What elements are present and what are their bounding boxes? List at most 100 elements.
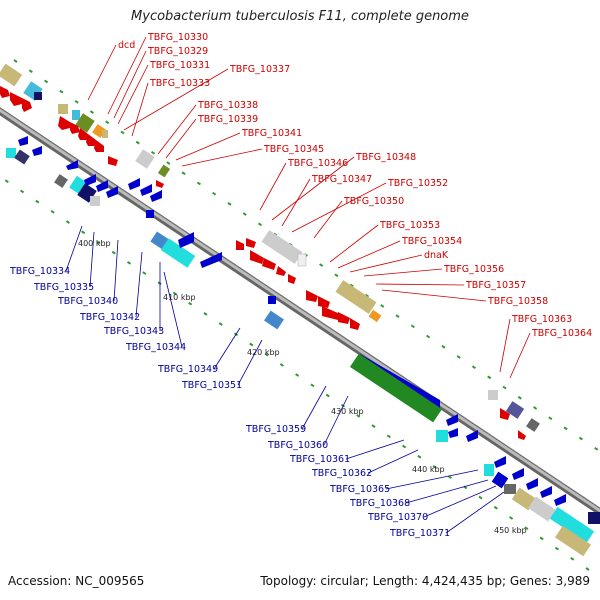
gene-box[interactable]	[588, 512, 600, 524]
forward-gene-label[interactable]: TBFG_10330	[147, 32, 208, 43]
gene-arrow[interactable]	[526, 478, 538, 490]
gene-box[interactable]	[135, 149, 155, 169]
reverse-gene-label[interactable]: TBFG_10343	[103, 326, 164, 337]
reverse-gene-label[interactable]: TBFG_10359	[245, 424, 306, 435]
gene-box[interactable]	[54, 174, 68, 188]
reverse-gene-label[interactable]: TBFG_10361	[289, 454, 350, 465]
gene-box[interactable]	[368, 309, 382, 323]
reverse-gene-label[interactable]: TBFG_10365	[329, 484, 390, 495]
gene-arrow[interactable]	[0, 86, 10, 98]
gene-box[interactable]	[261, 230, 303, 264]
gene-arrow[interactable]	[22, 98, 32, 112]
reverse-gene-label[interactable]: TBFG_10362	[311, 468, 372, 479]
gene-box[interactable]	[6, 148, 16, 158]
forward-gene-label[interactable]: TBFG_10346	[287, 158, 348, 169]
gene-arrow[interactable]	[262, 258, 276, 270]
gene-arrow[interactable]	[10, 92, 22, 106]
forward-gene-label[interactable]: TBFG_10341	[241, 128, 302, 139]
reverse-gene-label[interactable]: TBFG_10370	[367, 512, 428, 523]
gene-box[interactable]	[554, 525, 592, 557]
gene-arrow[interactable]	[78, 128, 88, 140]
reverse-gene-label[interactable]: TBFG_10334	[9, 266, 70, 277]
gene-arrow[interactable]	[128, 178, 140, 190]
gene-box[interactable]	[157, 164, 171, 178]
gene-box[interactable]	[90, 196, 100, 206]
gene-arrow[interactable]	[156, 180, 164, 188]
gene-arrow[interactable]	[70, 122, 80, 134]
reverse-gene-label[interactable]: TBFG_10371	[389, 528, 450, 539]
gene-arrow[interactable]	[494, 456, 506, 468]
gene-arrow[interactable]	[32, 146, 42, 156]
gene-arrow[interactable]	[350, 318, 360, 330]
gene-arrow[interactable]	[94, 140, 104, 152]
gene-arrow[interactable]	[500, 408, 510, 420]
gene-box[interactable]	[58, 104, 68, 114]
forward-gene-label[interactable]: TBFG_10329	[147, 46, 208, 57]
gene-box[interactable]	[511, 487, 537, 511]
gene-arrow[interactable]	[288, 274, 296, 284]
reverse-gene-label[interactable]: TBFG_10360	[267, 440, 328, 451]
gene-arrow[interactable]	[246, 238, 256, 248]
forward-gene-label[interactable]: TBFG_10352	[387, 178, 448, 189]
gene-arrow[interactable]	[518, 430, 526, 440]
forward-gene-label[interactable]: TBFG_10357	[465, 280, 526, 291]
gene-box[interactable]	[436, 430, 448, 442]
gene-box[interactable]	[526, 418, 540, 432]
gene-box[interactable]	[72, 110, 80, 120]
gene-box[interactable]	[268, 296, 276, 304]
forward-gene-label[interactable]: TBFG_10337	[229, 64, 290, 75]
gene-box[interactable]	[297, 253, 307, 267]
gene-arrow[interactable]	[448, 428, 458, 438]
gene-box[interactable]	[102, 130, 108, 138]
forward-gene-label[interactable]: TBFG_10339	[197, 114, 258, 125]
gene-box[interactable]	[146, 210, 154, 218]
gene-arrow[interactable]	[322, 306, 340, 320]
gene-arrow[interactable]	[150, 190, 162, 202]
reverse-gene-label[interactable]: TBFG_10342	[79, 312, 140, 323]
gene-box[interactable]	[69, 175, 87, 195]
gene-arrow[interactable]	[318, 296, 330, 308]
gene-arrow[interactable]	[554, 494, 566, 506]
gene-box[interactable]	[0, 63, 23, 87]
gene-arrow[interactable]	[18, 136, 28, 146]
gene-box[interactable]	[505, 401, 525, 419]
gene-box[interactable]	[75, 113, 95, 133]
gene-arrow[interactable]	[540, 486, 552, 498]
forward-gene-label[interactable]: TBFG_10331	[149, 60, 210, 71]
reverse-gene-label[interactable]: TBFG_10335	[33, 282, 94, 293]
gene-arrow[interactable]	[66, 160, 78, 170]
gene-arrow[interactable]	[96, 180, 108, 192]
gene-arrow[interactable]	[236, 240, 244, 250]
gene-arrow[interactable]	[84, 174, 96, 186]
gene-box[interactable]	[504, 484, 516, 494]
gene-arrow[interactable]	[250, 250, 264, 264]
gene-arrow[interactable]	[338, 312, 350, 324]
forward-gene-label[interactable]: TBFG_10363	[511, 314, 572, 325]
gene-arrow[interactable]	[276, 266, 286, 276]
gene-arrow[interactable]	[178, 232, 194, 248]
forward-gene-label[interactable]: TBFG_10356	[443, 264, 504, 275]
forward-gene-label[interactable]: TBFG_10350	[343, 196, 404, 207]
gene-arrow[interactable]	[140, 184, 152, 196]
reverse-gene-label[interactable]: TBFG_10344	[125, 342, 186, 353]
forward-gene-label[interactable]: TBFG_10364	[531, 328, 592, 339]
forward-gene-label[interactable]: TBFG_10345	[263, 144, 324, 155]
forward-gene-label[interactable]: TBFG_10358	[487, 296, 548, 307]
gene-box[interactable]	[484, 464, 494, 476]
reverse-gene-label[interactable]: TBFG_10368	[349, 498, 410, 509]
gene-arrow[interactable]	[108, 156, 118, 166]
forward-gene-label[interactable]: dcd	[118, 40, 135, 51]
gene-box[interactable]	[160, 238, 196, 268]
forward-gene-label[interactable]: TBFG_10347	[311, 174, 372, 185]
forward-gene-label[interactable]: TBFG_10333	[149, 78, 210, 89]
gene-box[interactable]	[14, 149, 30, 165]
forward-gene-label[interactable]: dnaK	[424, 250, 449, 261]
forward-gene-label[interactable]: TBFG_10353	[379, 220, 440, 231]
gene-box[interactable]	[528, 496, 556, 522]
gene-arrow[interactable]	[106, 186, 118, 198]
forward-gene-label[interactable]: TBFG_10354	[401, 236, 462, 247]
gene-box[interactable]	[488, 390, 498, 400]
gene-arrow[interactable]	[446, 414, 458, 426]
forward-gene-label[interactable]: TBFG_10348	[355, 152, 416, 163]
gene-box[interactable]	[335, 280, 377, 314]
